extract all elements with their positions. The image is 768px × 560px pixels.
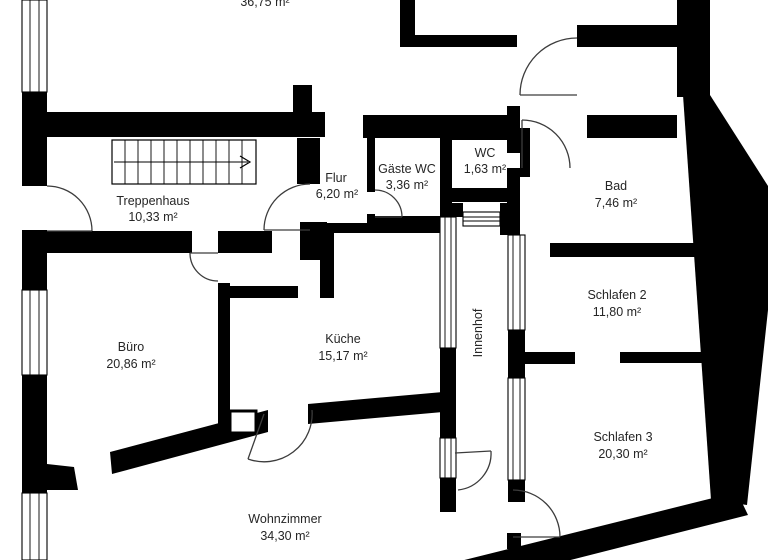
wall [452,188,507,202]
room-label-flur-area: 6,20 m² [316,187,358,201]
window [439,437,457,479]
stairs [111,139,257,185]
door-arc [189,252,219,282]
room-label-gaeste-wc-area: 3,36 m² [386,178,428,192]
room-label-wc: WC [475,146,496,160]
wall [297,138,320,184]
wall [507,168,520,206]
wall [550,243,722,257]
wall [443,203,463,217]
room-label-buero: Büro [118,340,144,354]
doors [46,37,578,538]
outer-wall-slanted [683,95,768,505]
room-label-innenhof: Innenhof [471,308,485,357]
door-arc [263,183,311,231]
wall [367,138,375,192]
wall [22,112,325,137]
wall [440,348,456,438]
wall [300,222,327,260]
room-label-upper-room-area: 36,75 m² [240,0,289,9]
wall [293,85,312,115]
room-label-bad: Bad [605,179,627,193]
shaft-pillar [228,409,258,435]
walls [22,0,768,560]
wall [218,286,298,298]
window [507,377,526,481]
wall [520,128,530,177]
room-label-schlafen3-area: 20,30 m² [598,447,647,461]
room-label-wohnzimmer: Wohnzimmer [248,512,321,526]
window [507,234,526,331]
window [21,289,48,376]
wall [677,0,710,97]
wall-diagonal [308,392,443,424]
door-arc [521,119,571,169]
outer-wall-bottom [464,492,748,560]
door-arc [46,185,93,232]
room-label-kueche-area: 15,17 m² [318,349,367,363]
window [439,216,457,349]
door-arc [247,409,313,463]
door-arc [512,489,561,538]
wall [508,352,575,364]
room-label-schlafen2: Schlafen 2 [587,288,646,302]
stairs-direction-arrow-icon [239,155,252,169]
room-label-treppenhaus-area: 10,33 m² [128,210,177,224]
wall [508,480,525,502]
wall [415,35,517,47]
room-label-schlafen2-area: 11,80 m² [593,305,641,319]
room-label-schlafen3: Schlafen 3 [593,430,652,444]
room-label-buero-area: 20,86 m² [106,357,155,371]
room-label-gaeste-wc: Gäste WC [378,162,436,176]
door-arc [454,450,492,491]
wall [47,464,78,490]
wall [22,92,47,186]
wall [620,352,722,363]
wall [22,231,192,253]
wall [440,478,456,512]
wall [440,115,520,140]
room-labels: 36,75 m² Treppenhaus 10,33 m² Flur 6,20 … [106,0,652,543]
room-label-flur: Flur [325,171,347,185]
wall [500,203,520,235]
room-label-bad-area: 7,46 m² [595,196,637,210]
wall [507,106,520,153]
wall [363,115,452,138]
wall [400,0,415,47]
door-arc [374,189,403,218]
window [21,492,48,560]
window [21,0,48,93]
room-label-wc-area: 1,63 m² [464,162,506,176]
wall [320,223,453,233]
room-label-kueche: Küche [325,332,360,346]
wall [218,283,230,433]
windows [21,0,526,560]
wall [507,533,521,549]
door-arc [519,37,578,96]
room-label-treppenhaus: Treppenhaus [116,194,189,208]
window [462,211,501,227]
wall [22,375,47,493]
wall [577,25,677,47]
room-label-wohnzimmer-area: 34,30 m² [260,529,309,543]
wall [218,231,272,253]
wall [587,115,677,138]
